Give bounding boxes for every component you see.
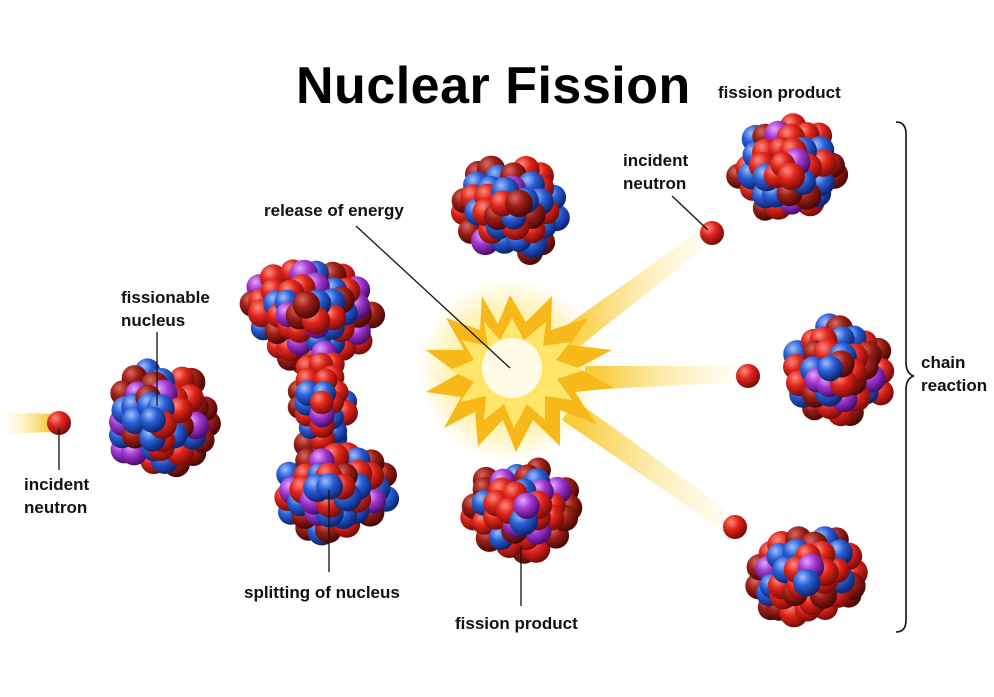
label-incident-neutron-right-line2: neutron bbox=[623, 174, 687, 193]
emitted-neutron-upper bbox=[700, 221, 724, 245]
nucleon bbox=[817, 355, 843, 382]
label-chain-reaction-line2: reaction bbox=[921, 376, 988, 395]
leader-energy bbox=[355, 225, 511, 369]
nucleon bbox=[505, 189, 533, 218]
nucleon bbox=[777, 162, 805, 191]
label-splitting-of-nucleus: splitting of nucleus bbox=[244, 583, 400, 602]
chain-nucleus-top bbox=[726, 113, 849, 221]
emitted-neutron-lower bbox=[723, 515, 747, 539]
energy-core bbox=[482, 338, 542, 398]
label-incident-neutron-left-line1: incident bbox=[24, 475, 90, 494]
fissionable-nucleus bbox=[109, 358, 221, 478]
nucleon bbox=[316, 473, 343, 500]
leader-incident-right bbox=[671, 195, 709, 231]
label-fissionable-line2: nucleus bbox=[121, 311, 186, 330]
beam-upper bbox=[560, 226, 714, 350]
splitting-nucleus-top-lobe bbox=[239, 259, 386, 376]
fission-product-top bbox=[451, 155, 570, 265]
label-incident-neutron-left-line2: neutron bbox=[24, 498, 88, 517]
nucleon bbox=[292, 291, 320, 319]
page-title: Nuclear Fission bbox=[296, 57, 691, 115]
nucleon bbox=[513, 492, 540, 519]
label-fissionable-line1: fissionable bbox=[121, 288, 210, 307]
nucleon bbox=[792, 569, 821, 597]
nucleon bbox=[139, 406, 166, 433]
splitting-nucleus-bottom-lobe bbox=[274, 442, 400, 546]
label-chain-reaction-line1: chain bbox=[921, 353, 966, 372]
nucleon bbox=[310, 390, 334, 415]
beam-middle bbox=[585, 366, 744, 390]
emitted-neutron-middle bbox=[736, 364, 760, 388]
label-fission-product-top: fission product bbox=[718, 83, 841, 102]
label-fission-product-bottom: fission product bbox=[455, 614, 578, 633]
label-release-of-energy: release of energy bbox=[264, 201, 404, 220]
label-incident-neutron-right-line1: incident bbox=[623, 151, 689, 170]
chain-nucleus-bottom bbox=[745, 526, 868, 628]
chain-nucleus-middle bbox=[783, 313, 895, 427]
chain-reaction-brace bbox=[895, 121, 915, 633]
fission-product-bottom bbox=[460, 457, 583, 564]
incoming-neutron-beam bbox=[0, 412, 52, 434]
incident-neutron-left bbox=[47, 411, 71, 435]
beam-lower bbox=[562, 400, 738, 534]
